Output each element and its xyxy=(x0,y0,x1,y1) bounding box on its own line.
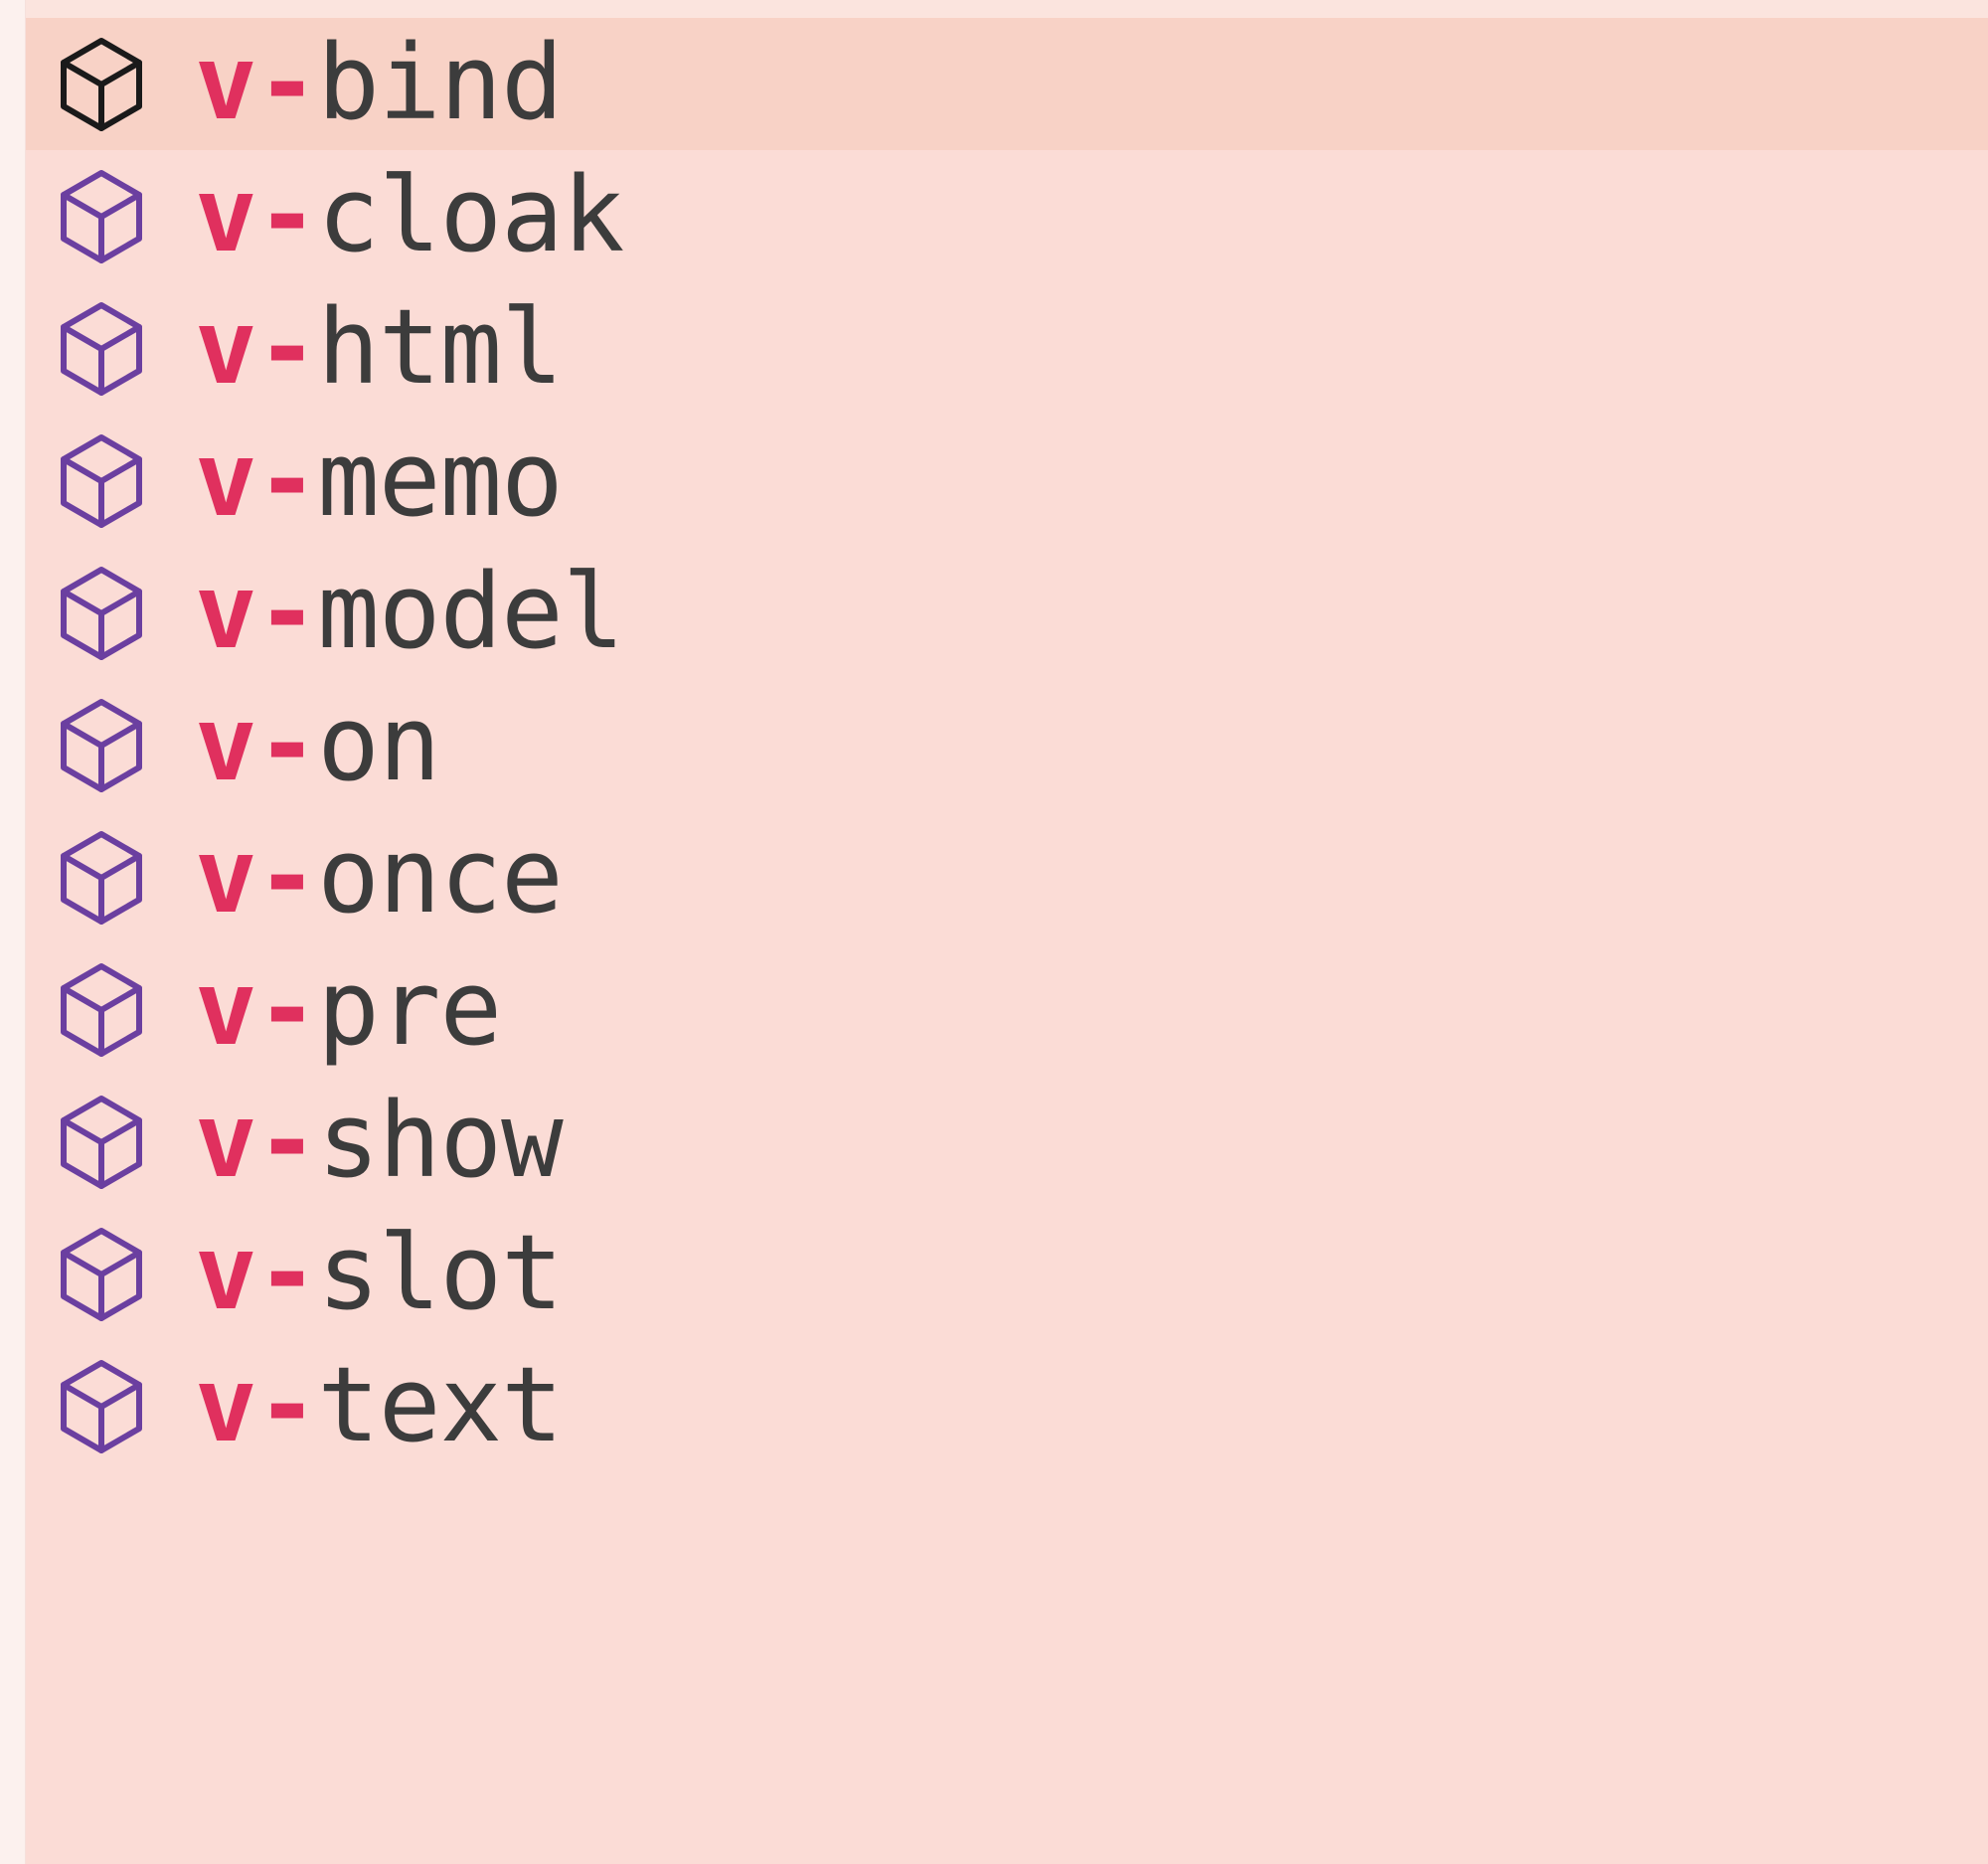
completion-item-label: v-bind xyxy=(195,31,1988,134)
completion-item-label: v-model xyxy=(195,560,1988,663)
cube-icon xyxy=(56,1225,147,1324)
completion-label-rest: cloak xyxy=(317,153,624,275)
cube-icon xyxy=(56,1093,147,1192)
completion-label-rest: model xyxy=(317,550,624,672)
completion-item-label: v-once xyxy=(195,824,1988,928)
popup-top-edge xyxy=(26,0,1988,18)
completion-item-v-slot[interactable]: v-slot xyxy=(26,1208,1988,1340)
cube-icon xyxy=(56,960,147,1060)
completion-item-v-cloak[interactable]: v-cloak xyxy=(26,150,1988,282)
completion-match-prefix: v- xyxy=(195,285,318,408)
completion-item-v-memo[interactable]: v-memo xyxy=(26,415,1988,547)
completion-item-v-pre[interactable]: v-pre xyxy=(26,943,1988,1076)
completion-label-rest: slot xyxy=(317,1211,563,1333)
completion-label-rest: pre xyxy=(317,946,502,1069)
cube-icon xyxy=(56,1357,147,1456)
cube-icon xyxy=(56,564,147,663)
completion-item-label: v-on xyxy=(195,692,1988,795)
completion-item-label: v-slot xyxy=(195,1221,1988,1324)
completion-match-prefix: v- xyxy=(195,1079,318,1201)
completion-item-label: v-memo xyxy=(195,427,1988,531)
completion-label-rest: memo xyxy=(317,418,563,540)
completion-item-v-model[interactable]: v-model xyxy=(26,547,1988,679)
completion-item-label: v-cloak xyxy=(195,163,1988,266)
completion-item-v-once[interactable]: v-once xyxy=(26,811,1988,943)
completion-match-prefix: v- xyxy=(195,682,318,804)
completion-match-prefix: v- xyxy=(195,946,318,1069)
completion-label-rest: html xyxy=(317,285,563,408)
completion-label-rest: once xyxy=(317,814,563,936)
cube-icon xyxy=(56,696,147,795)
cube-icon xyxy=(56,299,147,399)
completion-item-v-text[interactable]: v-text xyxy=(26,1340,1988,1472)
completion-item-v-on[interactable]: v-on xyxy=(26,679,1988,811)
cube-icon xyxy=(56,35,147,134)
cube-icon xyxy=(56,828,147,928)
completion-match-prefix: v- xyxy=(195,1343,318,1465)
cube-icon xyxy=(56,167,147,266)
completion-match-prefix: v- xyxy=(195,153,318,275)
completion-label-rest: show xyxy=(317,1079,563,1201)
completion-item-label: v-pre xyxy=(195,956,1988,1060)
completion-item-v-bind[interactable]: v-bind xyxy=(26,18,1988,150)
completion-item-v-show[interactable]: v-show xyxy=(26,1076,1988,1208)
completion-item-label: v-html xyxy=(195,295,1988,399)
completion-item-v-html[interactable]: v-html xyxy=(26,282,1988,415)
completion-label-rest: on xyxy=(317,682,440,804)
editor-background-strip: ==<e..o.d- xyxy=(0,0,26,1864)
completion-match-prefix: v- xyxy=(195,21,318,143)
completion-match-prefix: v- xyxy=(195,814,318,936)
completion-match-prefix: v- xyxy=(195,418,318,540)
completion-item-label: v-show xyxy=(195,1089,1988,1192)
completion-match-prefix: v- xyxy=(195,1211,318,1333)
completion-item-label: v-text xyxy=(195,1353,1988,1456)
completion-match-prefix: v- xyxy=(195,550,318,672)
completion-label-rest: text xyxy=(317,1343,563,1465)
cube-icon xyxy=(56,431,147,531)
completion-label-rest: bind xyxy=(317,21,563,143)
